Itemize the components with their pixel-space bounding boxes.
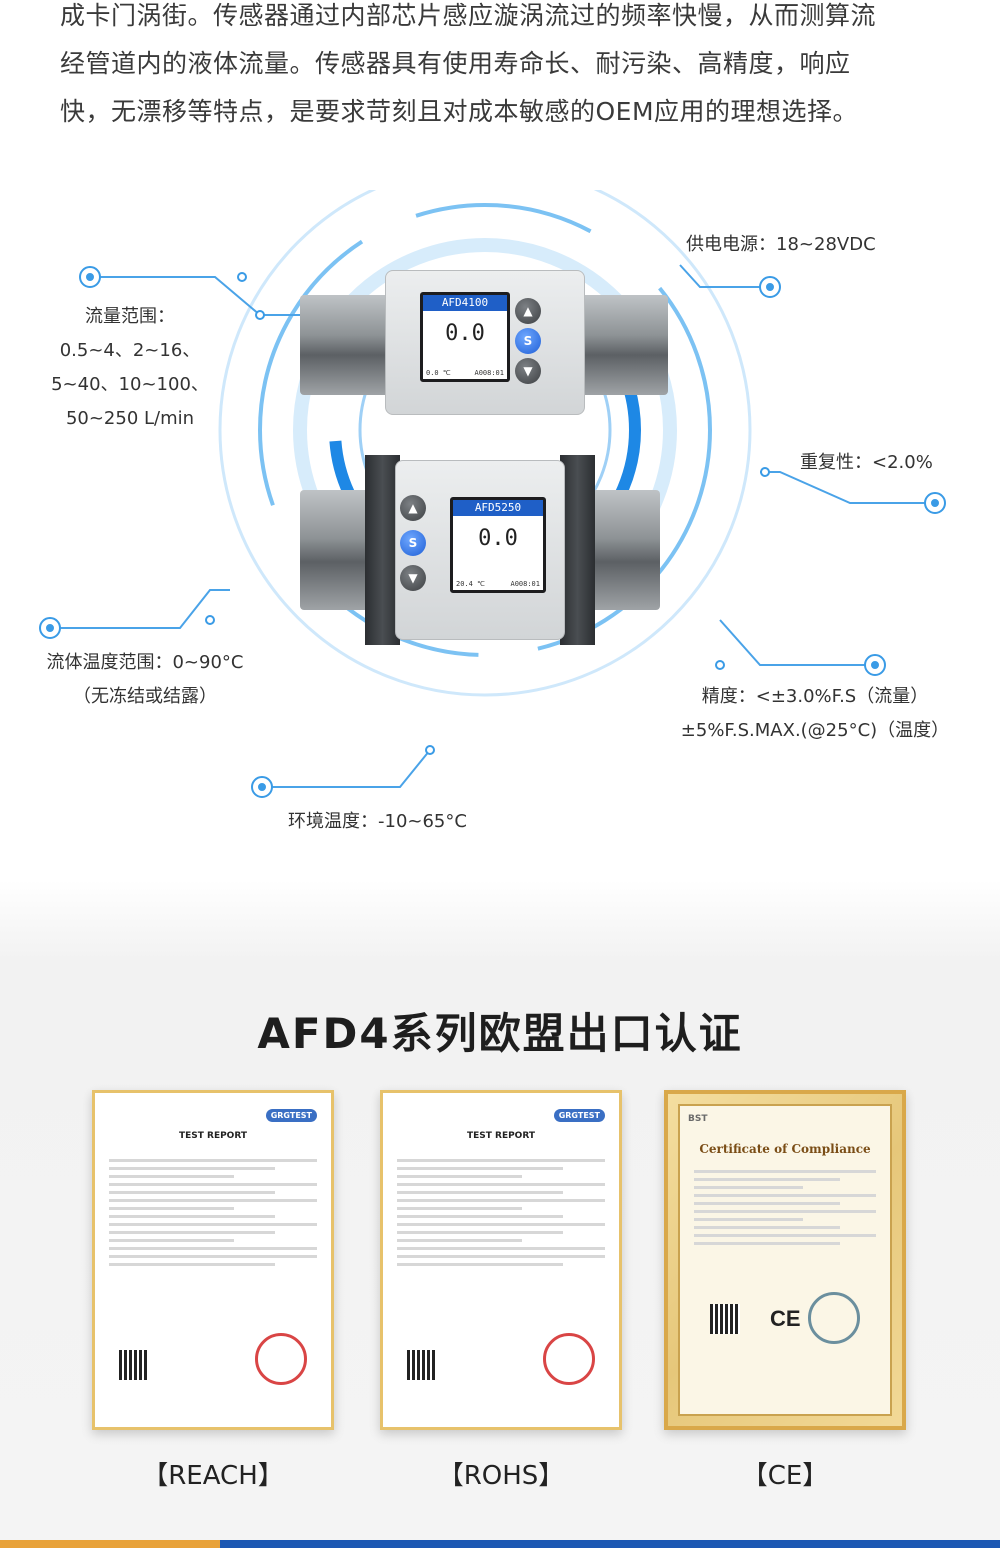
accuracy-line-2: ±5%F.S.MAX.(@25°C)（温度）: [680, 720, 950, 741]
ce-label: 【CE】: [741, 1461, 829, 1491]
ce-issuer-logo: BST: [688, 1114, 708, 1124]
fluid-temp-spec: 流体温度范围：0~90°C （无冻结或结露）: [30, 646, 260, 714]
right-end-plate: [560, 455, 595, 645]
certificate-title: Certificate of Compliance: [699, 1142, 871, 1156]
flow-reading: 0.0: [478, 526, 518, 551]
up-arrow-icon: ▲: [515, 298, 541, 324]
report-title: TEST REPORT: [466, 1131, 536, 1141]
address-reading: A008:01: [474, 369, 504, 377]
report-title: TEST REPORT: [178, 1131, 248, 1141]
section-title: AFD4系列欧盟出口认证: [257, 1009, 743, 1058]
sensor-display: AFD4100 0.0 0.0 ℃ A008:01: [420, 292, 510, 382]
flow-sensor-afd4100: AFD4100 0.0 0.0 ℃ A008:01 ▲ S ▼: [300, 270, 668, 420]
fluid-temp-line-2: （无冻结或结露）: [73, 686, 217, 707]
fluid-temp-line-1: 流体温度范围：0~90°C: [46, 652, 244, 673]
ce-certificate: BST Certificate of Compliance CE: [664, 1090, 906, 1430]
flow-range-line-1: 0.5~4、2~16、: [59, 340, 201, 361]
ce-mark-icon: CE: [770, 1306, 801, 1331]
right-fitting: [573, 295, 668, 395]
left-fitting: [300, 490, 370, 610]
seal-stamp: [543, 1333, 595, 1385]
report-logo: GRGTEST: [265, 1109, 317, 1122]
temp-reading: 20.4 ℃: [456, 580, 485, 588]
intro-line-2: 经管道内的液体流量。传感器具有使用寿命长、耐污染、高精度，响应: [60, 49, 851, 78]
power-spec: 供电电源：18~28VDC: [686, 234, 876, 255]
down-arrow-icon: ▼: [515, 358, 541, 384]
intro-line-1: 成卡门涡街。传感器通过内部芯片感应漩涡流过的频率快慢，从而测算流: [60, 1, 877, 30]
certification-section: AFD4系列欧盟出口认证 GRGTEST TEST REPORT GRGTEST…: [0, 880, 1000, 1548]
flow-range-title: 流量范围：: [85, 306, 175, 327]
left-fitting: [300, 295, 395, 395]
select-button-icon: S: [400, 530, 426, 556]
right-fitting: [590, 490, 660, 610]
flow-range-line-2: 5~40、10~100、: [51, 374, 209, 395]
rohs-certificate: GRGTEST TEST REPORT: [380, 1090, 622, 1430]
seal-stamp: [808, 1292, 860, 1344]
display-footer: 0.0 ℃ A008:01: [426, 369, 504, 377]
select-button-icon: S: [515, 328, 541, 354]
temp-reading: 0.0 ℃: [426, 369, 451, 377]
accuracy-line-1: 精度：<±3.0%F.S（流量）: [701, 686, 929, 707]
flow-reading: 0.0: [445, 321, 485, 346]
qr-code: [710, 1304, 740, 1334]
qr-code: [119, 1350, 149, 1380]
seal-stamp: [255, 1333, 307, 1385]
model-label: AFD4100: [423, 295, 507, 311]
intro-line-3: 快，无漂移等特点，是要求苛刻且对成本敏感的OEM应用的理想选择。: [60, 97, 859, 126]
qr-code: [407, 1350, 437, 1380]
spec-diagram: 流量范围： 0.5~4、2~16、 5~40、10~100、 50~250 L/…: [0, 190, 1000, 880]
sensor-display: AFD5250 0.0 20.4 ℃ A008:01: [450, 497, 546, 593]
up-arrow-icon: ▲: [400, 495, 426, 521]
accuracy-spec: 精度：<±3.0%F.S（流量） ±5%F.S.MAX.(@25°C)（温度）: [680, 680, 950, 748]
repeatability-spec: 重复性：<2.0%: [800, 452, 933, 473]
reach-label: 【REACH】: [142, 1461, 284, 1491]
address-reading: A008:01: [510, 580, 540, 588]
ambient-temp-spec: 环境温度：-10~65°C: [288, 811, 467, 832]
rohs-label: 【ROHS】: [437, 1461, 565, 1491]
flow-range-line-3: 50~250 L/min: [65, 408, 195, 429]
bottom-accent-bar: [0, 1540, 1000, 1548]
reach-certificate: GRGTEST TEST REPORT: [92, 1090, 334, 1430]
intro-paragraph: 成卡门涡街。传感器通过内部芯片感应漩涡流过的频率快慢，从而测算流 经管道内的液体…: [60, 0, 950, 136]
flow-sensor-afd5250: ▲ S ▼ AFD5250 0.0 20.4 ℃ A008:01: [300, 455, 660, 645]
down-arrow-icon: ▼: [400, 565, 426, 591]
model-label: AFD5250: [453, 500, 543, 516]
report-logo: GRGTEST: [553, 1109, 605, 1122]
left-end-plate: [365, 455, 400, 645]
flow-range-spec: 流量范围： 0.5~4、2~16、 5~40、10~100、 50~250 L/…: [30, 300, 230, 436]
display-footer: 20.4 ℃ A008:01: [456, 580, 540, 588]
